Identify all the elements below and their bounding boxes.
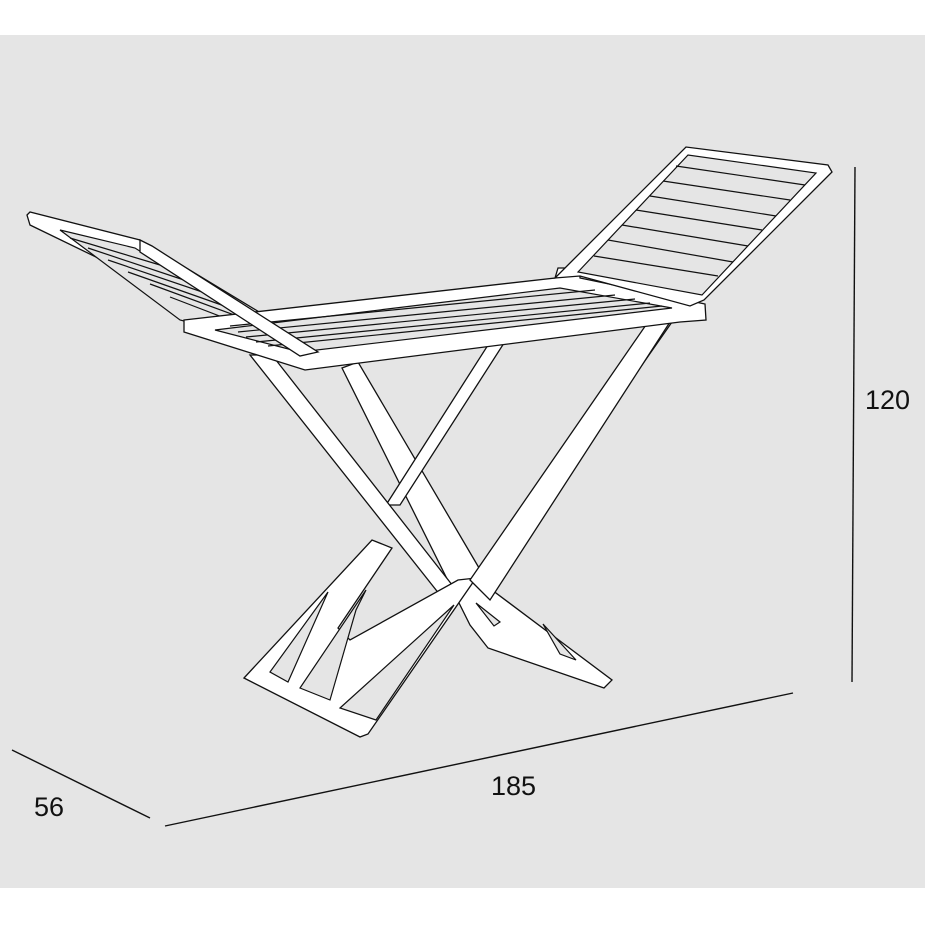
height-dimension-label: 120 xyxy=(865,385,911,415)
width-dimension-line xyxy=(164,692,794,827)
right-wing xyxy=(553,146,833,307)
width-dimension-label: 185 xyxy=(491,771,537,801)
depth-dimension-line xyxy=(11,749,151,819)
center-frame xyxy=(139,238,707,371)
height-dimension-line xyxy=(851,166,856,683)
depth-dimension-label: 56 xyxy=(34,792,65,822)
